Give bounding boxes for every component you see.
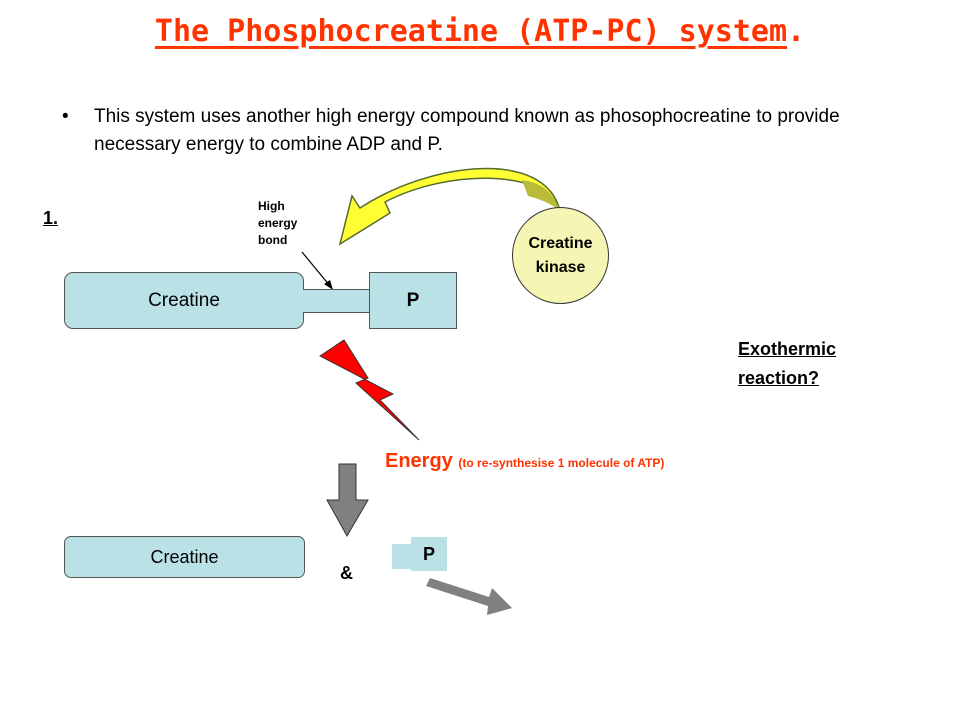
lightning-bolt-icon (319, 339, 420, 441)
curved-arrow-base (522, 180, 560, 211)
title-text: The Phosphocreatine (ATP-PC) system (154, 14, 788, 49)
bullet-marker: • (62, 106, 69, 127)
phosphate-bond (303, 289, 369, 313)
exothermic-question: Exothermic reaction? (738, 335, 836, 393)
energy-note: (to re-synthesise 1 molecule of ATP) (458, 456, 665, 470)
curved-yellow-arrow (338, 167, 561, 246)
enzyme-label-line-1: Creatine (528, 234, 593, 252)
title-suffix: . (787, 14, 806, 49)
exothermic-line-1: Exothermic (738, 339, 837, 359)
bullet-text: This system uses another high energy com… (94, 106, 840, 155)
creatine-kinase-enzyme: Creatine kinase (512, 207, 609, 304)
energy-label: Energy (to re-synthesise 1 molecule of A… (385, 450, 664, 473)
bond-label-line-3: bond (258, 233, 288, 247)
step-number: 1. (43, 208, 59, 228)
product-phosphate-tail (392, 544, 414, 569)
bond-pointer-head (324, 280, 333, 290)
diagonal-arrow-icon (426, 578, 512, 615)
product-creatine: Creatine (64, 536, 305, 578)
bond-pointer-line (301, 251, 331, 287)
phosphate-group: P (369, 272, 457, 329)
product-phosphate: P (411, 537, 447, 571)
ampersand: & (340, 563, 353, 583)
creatine-molecule: Creatine (64, 272, 304, 329)
energy-text: Energy (385, 450, 453, 472)
bond-label-line-2: energy (258, 216, 298, 230)
exothermic-line-2: reaction? (738, 368, 820, 388)
enzyme-label-line-2: kinase (535, 258, 586, 276)
high-energy-bond-label: High energy bond (258, 198, 297, 249)
down-arrow-icon (326, 463, 369, 538)
bond-label-line-1: High (258, 199, 285, 213)
page-title: The Phosphocreatine (ATP-PC) system. (0, 14, 960, 49)
